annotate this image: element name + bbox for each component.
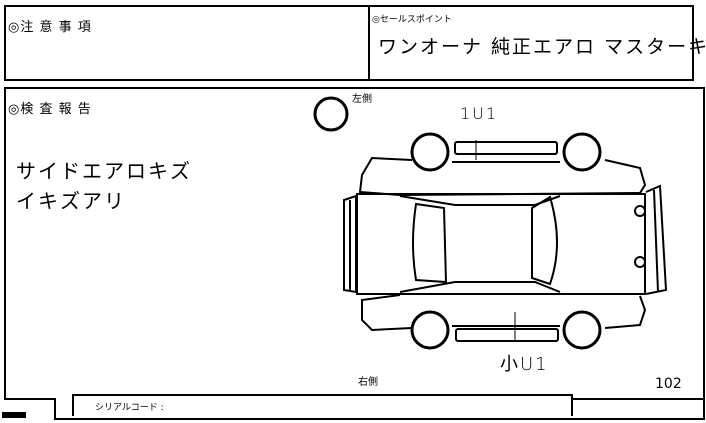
panel-left	[358, 156, 647, 197]
damage-mark-bottom: 小U1	[500, 354, 549, 375]
car-body	[356, 193, 646, 295]
black-mark	[2, 412, 26, 418]
front-bumper	[343, 194, 357, 294]
notes-box	[4, 5, 694, 81]
notes-title: ◎注 意 事 項	[8, 20, 92, 35]
sill-left	[454, 141, 558, 155]
damage-mark-top: 1U1	[460, 104, 499, 123]
inspection-note-line1: サイドエアロキズ	[16, 159, 192, 183]
divider	[368, 7, 370, 79]
serial-box	[72, 394, 573, 416]
panel-right	[361, 294, 647, 332]
wheel-rear-left	[562, 132, 602, 172]
rear-bumper	[645, 184, 668, 295]
rear-window	[531, 195, 558, 286]
sales-point-title: ◎セールスポイント	[372, 15, 452, 25]
inspection-note-line2: イキズアリ	[16, 189, 126, 213]
page-number: 102	[655, 376, 682, 392]
wheel-rear-right	[562, 310, 602, 350]
tail-light	[634, 205, 646, 217]
inspection-bottom-line	[4, 398, 54, 400]
sill-right	[455, 328, 559, 342]
left-side-label: 左側	[352, 94, 372, 105]
inspection-title: ◎検 査 報 告	[8, 102, 92, 117]
wheel-front-right	[410, 310, 450, 350]
sales-point-text: ワンオーナ 純正エアロ マスターキー	[378, 36, 706, 58]
windshield	[412, 202, 448, 284]
inspection-right-line	[703, 398, 705, 420]
inspection-bottom-line	[572, 398, 705, 400]
tail-light	[634, 256, 646, 268]
wheel-front-left	[410, 132, 450, 172]
serial-label: シリアルコード :	[95, 403, 164, 413]
right-side-label: 右側	[358, 377, 378, 388]
inspection-bottom-line	[54, 418, 704, 420]
inspection-bottom-line	[54, 398, 56, 420]
evaluation-circle	[313, 96, 349, 132]
roof	[399, 195, 561, 293]
inspection-box	[4, 87, 705, 399]
damage-line	[475, 140, 516, 340]
